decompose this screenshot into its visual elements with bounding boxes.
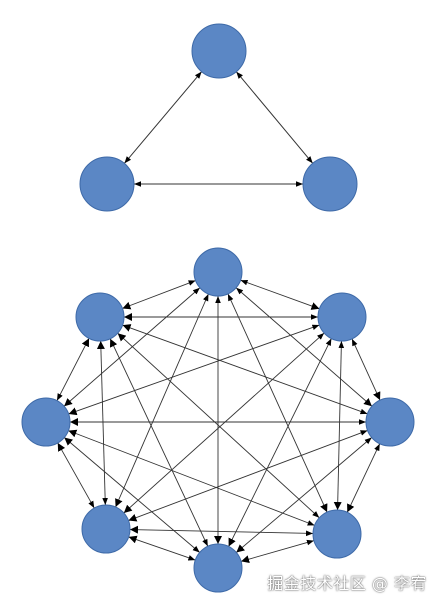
- octagon-edge: [57, 442, 95, 509]
- triangle-graph: [79, 23, 358, 212]
- octagon-edge: [123, 332, 325, 514]
- octagon-edge: [122, 280, 196, 310]
- triangle-edge: [124, 71, 202, 164]
- octagon-edge: [240, 539, 315, 564]
- triangle-nodes: [79, 23, 358, 212]
- octagon-edge: [129, 525, 314, 537]
- octagon-edge: [109, 338, 209, 547]
- octagon-node: [317, 292, 367, 342]
- triangle-edges: [124, 71, 314, 187]
- octagon-node: [312, 509, 362, 559]
- octagon-edge: [115, 293, 209, 508]
- octagon-node: [75, 292, 125, 342]
- octagon-node: [81, 504, 131, 554]
- watermark-text: 掘金技术社区 @ 李宥: [267, 574, 427, 593]
- octagon-node: [21, 397, 71, 447]
- octagon-nodes: [21, 247, 415, 593]
- triangle-node: [79, 156, 135, 212]
- octagon-edge: [333, 340, 345, 511]
- triangle-edge: [235, 71, 314, 164]
- triangle-node: [191, 23, 247, 79]
- octagon-edge: [351, 338, 381, 401]
- octagon-node: [365, 397, 415, 447]
- octagon-node: [193, 543, 243, 593]
- octagon-edge: [96, 340, 108, 506]
- octagon-edge: [56, 338, 90, 401]
- octagon-edges: [56, 279, 381, 564]
- octagon-edge: [240, 279, 320, 310]
- octagon-graph: [21, 247, 415, 593]
- triangle-node: [302, 156, 358, 212]
- octagon-node: [193, 247, 243, 297]
